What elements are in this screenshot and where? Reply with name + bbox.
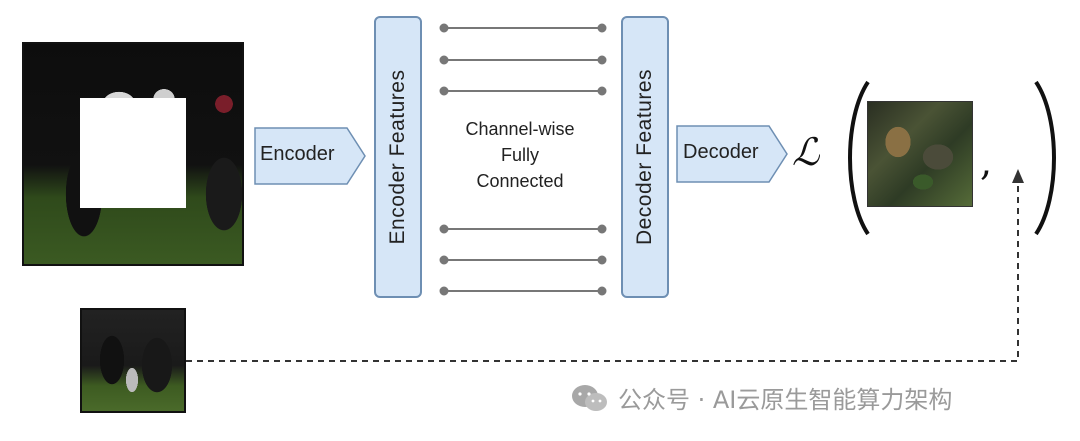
- decoder-features-bar: Decoder Features: [621, 16, 669, 298]
- center-label-line-2: Fully: [500, 145, 539, 165]
- wechat-icon: [572, 384, 607, 411]
- watermark: 公众号 · AI云原生智能算力架构: [570, 380, 952, 415]
- ground-truth-connector: [186, 169, 1024, 362]
- reconstructed-patch: [867, 101, 973, 207]
- decoder-arrow: [676, 125, 788, 183]
- watermark-text: 公众号 · AI云原生智能算力架构: [618, 386, 953, 414]
- ground-truth-patch: [80, 308, 186, 413]
- comma: ,: [980, 140, 993, 184]
- masked-region: [80, 98, 186, 208]
- center-label-line-1: Channel-wise: [465, 119, 575, 139]
- right-parenthesis: [1034, 80, 1056, 236]
- decoder-label: Decoder: [683, 141, 759, 163]
- fc-lines: [439, 23, 607, 296]
- masked-input-image: [22, 42, 244, 266]
- encoder-features-bar: Encoder Features: [374, 16, 422, 298]
- center-label-line-3: Connected: [476, 171, 564, 191]
- encoder-label: Encoder: [260, 143, 335, 165]
- encoder-arrow: [254, 127, 366, 185]
- loss-symbol: ℒ: [792, 130, 820, 174]
- left-parenthesis: [848, 80, 870, 236]
- channel-wise-fc-label: Channel-wise Fully Connected: [420, 116, 620, 194]
